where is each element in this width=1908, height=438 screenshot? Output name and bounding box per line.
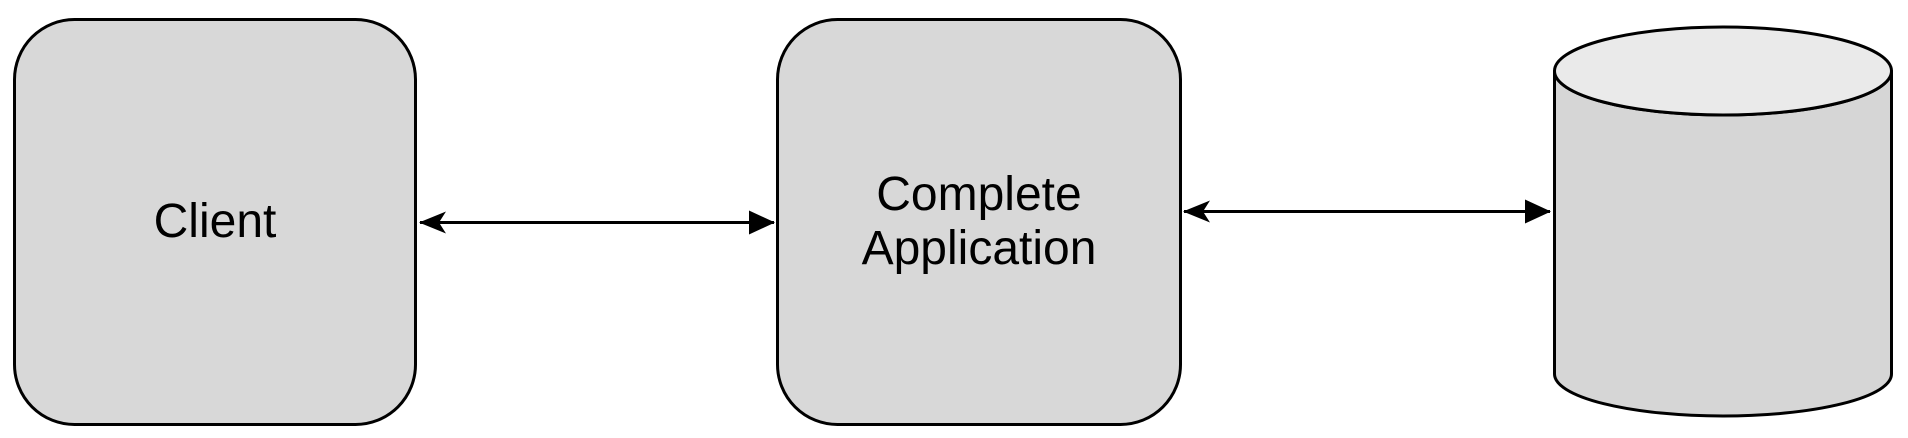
arrowhead-left [419, 211, 446, 234]
client-node [13, 18, 417, 426]
app-database-connector [1183, 199, 1551, 224]
complete-application-node [776, 18, 1182, 426]
database-cylinder-top [1553, 25, 1893, 117]
arrowhead-right [1525, 199, 1551, 224]
database-cylinder-body [1553, 69, 1893, 418]
arrowhead-left [1183, 200, 1210, 223]
client-app-connector [419, 210, 775, 235]
arrowhead-right [749, 210, 775, 235]
